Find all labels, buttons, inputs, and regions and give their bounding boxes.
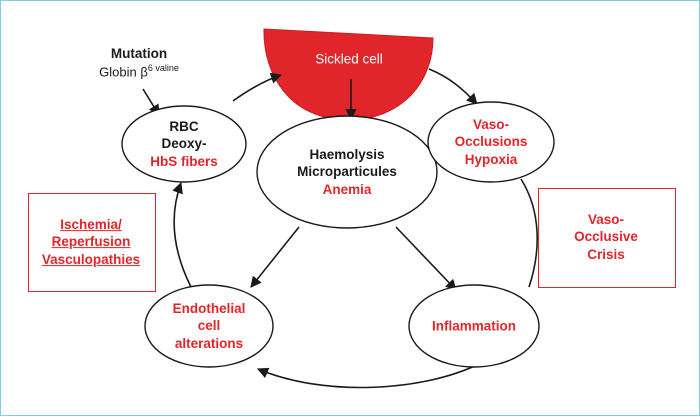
ischemia-box — [28, 193, 156, 292]
mutation-gene: Globin β6 valine — [84, 63, 194, 81]
endothelial-line3: alterations — [174, 335, 244, 351]
arrow-haemolysis-to-inflammation — [395, 226, 457, 291]
ischemia-line2: Reperfusion — [51, 234, 131, 250]
rbc-line2: Deoxy- — [161, 136, 207, 152]
haemolysis-node: Haemolysis Microparticules Anemia — [297, 146, 397, 198]
vaso-line2: Occlusions — [454, 134, 528, 150]
sickled-cell-shape — [263, 28, 434, 121]
arrow-sickled-to-vaso — [428, 68, 478, 105]
gene-text: Globin β — [99, 64, 148, 80]
crisis-text: Vaso- Occlusive Crisis — [574, 211, 638, 263]
arrow-inflammation-to-endothelial — [256, 362, 482, 389]
endothelial-node: Endothelial cell alterations — [173, 300, 246, 352]
rbc-node: RBC Deoxy- HbS fibers — [150, 118, 218, 170]
vaso-ellipse — [427, 101, 555, 183]
crisis-line2: Occlusive — [574, 229, 638, 245]
haemolysis-line2: Microparticules — [297, 164, 397, 180]
arrow-rbc-to-sickled — [232, 72, 283, 102]
vaso-line1: Vaso- — [472, 117, 510, 133]
crisis-line1: Vaso- — [587, 212, 625, 228]
rbc-line3: HbS fibers — [150, 153, 218, 169]
endothelial-line1: Endothelial — [172, 301, 246, 317]
rbc-ellipse — [121, 105, 247, 183]
mutation-title: Mutation — [110, 46, 168, 61]
inflammation-ellipse — [408, 284, 540, 368]
ischemia-line3: Vasculopathies — [41, 251, 141, 267]
vaso-node: Vaso- Occlusions Hypoxia — [455, 116, 528, 168]
haemolysis-line3: Anemia — [322, 181, 372, 197]
crisis-line3: Crisis — [587, 246, 625, 262]
line-vaso-to-inflammation — [520, 178, 538, 288]
crisis-box — [538, 188, 676, 288]
sickled-cell-label: Sickled cell — [315, 51, 383, 67]
haemolysis-ellipse — [256, 115, 438, 229]
arrow-haemolysis-to-endothelial — [250, 226, 300, 288]
arrow-endothelial-to-rbc — [172, 181, 192, 288]
haemolysis-line1: Haemolysis — [309, 147, 385, 163]
ischemia-text: Ischemia/ Reperfusion Vasculopathies — [42, 216, 140, 268]
inflammation-node: Inflammation — [432, 317, 516, 334]
inflammation-line1: Inflammation — [431, 318, 517, 334]
rbc-line1: RBC — [169, 119, 199, 135]
mutation-label: Mutation Globin β6 valine — [84, 46, 194, 80]
vaso-line3: Hypoxia — [464, 151, 518, 167]
endothelial-ellipse — [144, 284, 274, 368]
endothelial-line2: cell — [197, 318, 221, 334]
gene-superscript: 6 valine — [147, 62, 179, 73]
ischemia-line1: Ischemia/ — [60, 217, 122, 233]
